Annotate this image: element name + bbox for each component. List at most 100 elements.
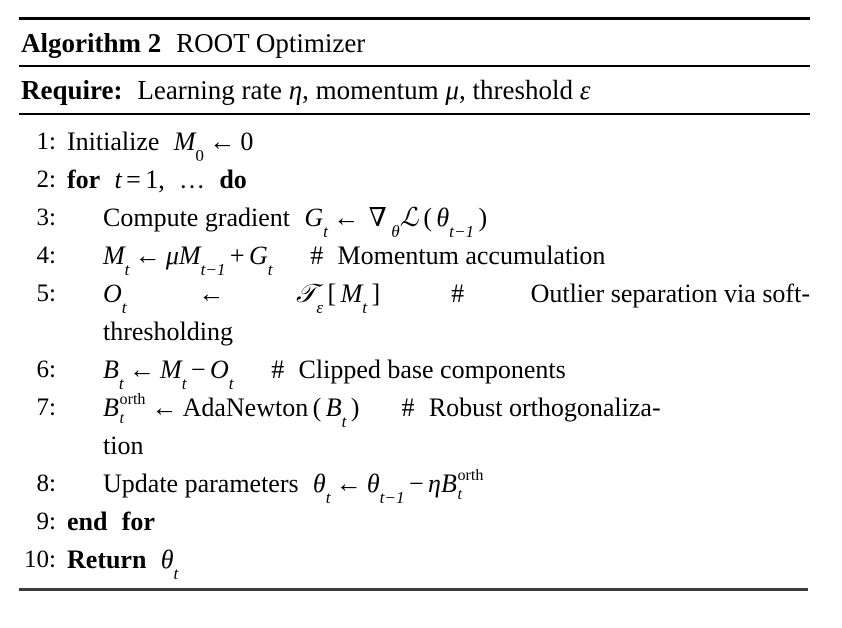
step-7-lhs: B [103,393,119,422]
rule-mid [19,65,810,67]
step-10-theta-sub: t [173,563,179,583]
step-6-o: O [209,355,229,384]
algorithm-name: ROOT Optimizer [176,28,366,58]
step-number-8: 8: [36,470,56,497]
step-4-lhs-sub: t [124,259,130,279]
step-6-o-sub: t [228,373,234,393]
bracket-open: [ [327,279,337,308]
step-1-arrow: ← [209,127,236,156]
step-2-var: t [114,165,122,194]
step-5-arrow: ← [198,279,225,308]
step-6-comment: Clipped base components [298,355,566,384]
step-body-5: Ot ← 𝒯ε[Mt] # Outlier separation via sof… [67,275,810,351]
step-number-10: 10: [24,546,56,573]
step-7-paren-open: ( [312,393,322,422]
step-number-7: 7: [36,394,56,421]
step-8-minus: − [408,469,424,498]
algorithm-keyword: Algorithm 2 [21,28,162,58]
step-7-arg-sub: t [341,411,347,431]
bracket-close: ] [371,279,381,308]
step-8-theta: θ [312,469,326,498]
step-7-arg: B [325,393,342,422]
step-8-b-sub: t [457,486,462,504]
symbol-mu: μ [445,75,459,105]
step-4-plus: + [229,241,245,270]
symbol-eta: η [288,75,303,105]
nabla-symbol: ∇ [368,203,387,232]
step-2-comma: , [158,165,165,194]
step-number-9: 9: [36,508,56,535]
step-8-theta-sub: t [325,487,331,507]
paren-open: ( [423,203,432,232]
cal-L-symbol: ℒ [399,203,419,233]
step-10-theta: θ [160,545,174,574]
step-6-lhs-sub: t [118,373,124,393]
step-5-comment-hash: # [451,279,465,308]
step-3-theta-sub: t−1 [449,221,475,241]
algorithm-title-row: Algorithm 2 ROOT Optimizer [19,20,810,65]
step-4-m2: M [178,241,201,270]
paren-close: ) [478,203,488,232]
step-3-label: Compute gradient [103,203,291,232]
step-7-lhs-sub: t [119,410,125,428]
step-number-3: 3: [36,204,56,231]
step-8-theta2-sub: t−1 [379,487,405,507]
rule-mid-2 [19,113,810,115]
step-7-comment-line-2: tion [103,431,144,460]
rule-top [19,17,810,20]
step-7-comment-line-1: Robust orthogonaliza- [428,393,661,422]
step-number-6: 6: [36,356,56,383]
step-4-g-sub: t [267,259,273,279]
step-7-func: AdaNewton [182,393,309,422]
step-number-1: 1: [36,128,56,155]
nabla-sub-theta: θ [391,221,400,241]
keyword-do: do [219,165,247,194]
step-6-m: M [160,355,182,384]
step-3-theta: θ [436,203,450,232]
step-6-minus: − [190,355,206,384]
step-5-lhs: O [103,279,122,308]
require-text-3: , threshold [458,75,580,105]
step-1-var: M [173,127,196,156]
step-1-value: 0 [240,127,254,156]
step-3-arrow: ← [333,203,360,232]
step-4-comment: Momentum accumulation [337,241,606,270]
step-1-sub: 0 [195,145,204,165]
step-2-eq: = [126,165,141,194]
require-row: Require: Learning rate η, momentum μ, thr… [19,67,810,113]
step-row-5: 5: Ot ← 𝒯ε[Mt] # Outlier separation via … [19,275,810,351]
step-7-paren-close: ) [350,393,360,422]
step-6-arrow: ← [128,355,155,384]
step-8-eta: η [428,469,441,498]
require-text-2: , momentum [302,75,446,105]
step-7-arrow: ← [151,393,178,422]
require-text-1: Learning rate [137,75,289,105]
step-8-arrow: ← [335,469,362,498]
step-5-lhs-sub: t [121,297,127,317]
step-5-line-1: Ot ← 𝒯ε[Mt] # Outlier separation via sof… [103,275,810,316]
step-4-comment-hash: # [310,241,324,270]
keyword-for: for [67,165,101,194]
keyword-end-for: for [121,507,155,536]
require-keyword: Require: [21,75,123,105]
step-2-one: 1 [145,165,159,194]
step-body-6: Bt←Mt−Ot#Clipped base components [67,351,810,392]
symbol-epsilon: ε [579,75,591,105]
keyword-end: end [67,507,108,536]
step-3-lhs-sub: t [323,221,328,241]
step-8-label: Update parameters [103,469,299,498]
step-row-6: 6: Bt←Mt−Ot#Clipped base components [19,351,810,392]
keyword-return: Return [67,545,147,574]
step-2-dots: … [179,165,206,194]
